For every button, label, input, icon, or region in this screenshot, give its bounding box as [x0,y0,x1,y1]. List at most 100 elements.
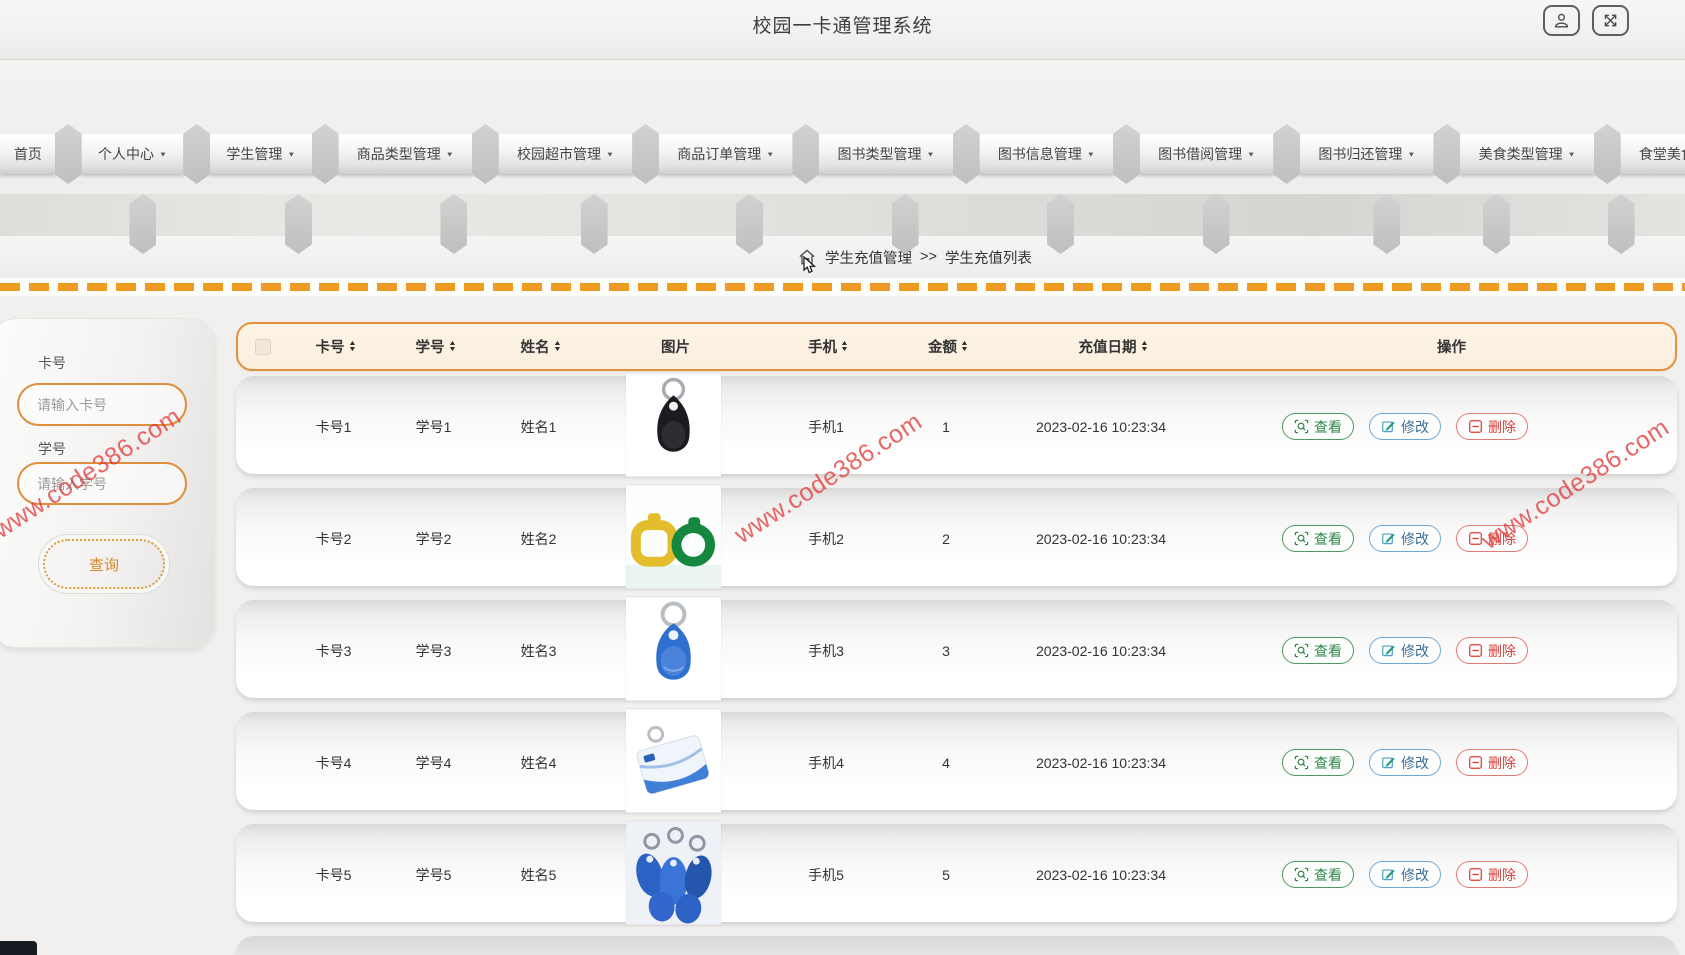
edit-button[interactable]: 修改 [1369,413,1441,440]
sort-icon[interactable]: ▲▼ [840,339,849,353]
delete-button[interactable]: 删除 [1456,749,1528,776]
nav-item-图书借阅管理[interactable]: 图书借阅管理▼ [1138,134,1275,174]
blue-card-photo[interactable] [626,709,721,813]
column-header-学号[interactable]: 学号▲▼ [415,339,457,357]
edit-button[interactable]: 修改 [1369,637,1441,664]
chevron-down-icon: ▼ [766,150,775,158]
cell-name: 姓名2 [520,530,557,547]
cell-actions: 查看 修改 删除 [1226,749,1677,776]
nav-item-校园超市管理[interactable]: 校园超市管理▼ [497,134,634,174]
cell-card-no: 卡号5 [315,866,352,883]
card-no-label: 卡号 [38,355,66,371]
delete-button[interactable]: 删除 [1456,413,1528,440]
breadcrumb-section[interactable]: 学生充值管理 [825,250,912,267]
breadcrumb-separator: >> [920,249,937,265]
hexagon-divider [471,124,499,184]
column-header-金额[interactable]: 金额▲▼ [928,339,969,357]
orange-dashed-divider [0,283,1685,291]
cell-actions: 查看 修改 删除 [1226,637,1677,664]
blue-keyfob-bunch-photo[interactable] [626,821,721,925]
cell-name: 姓名3 [520,642,557,659]
view-button[interactable]: 查看 [1282,749,1354,776]
cell-name: 姓名1 [520,418,557,435]
cell-name: 姓名5 [520,866,557,883]
dark-corner-decoration [0,941,37,955]
column-header-充值日期[interactable]: 充值日期▲▼ [1078,339,1149,357]
student-no-input[interactable] [17,462,187,505]
hexagon-divider [736,194,764,254]
nav-item-图书归还管理[interactable]: 图书归还管理▼ [1299,134,1435,174]
nav-item-label: 食堂美食管理 [1638,146,1685,162]
cell-actions: 查看 修改 删除 [1226,861,1677,888]
nav-item-商品类型管理[interactable]: 商品类型管理▼ [337,134,473,174]
cell-card-no: 卡号3 [315,642,352,659]
cell-amount: 5 [942,866,950,883]
hexagon-divider [1047,194,1075,254]
sort-icon[interactable]: ▲▼ [960,339,969,353]
mouse-cursor-icon [800,256,817,276]
nav-item-图书类型管理[interactable]: 图书类型管理▼ [818,134,954,174]
user-icon[interactable] [1543,5,1580,36]
chevron-down-icon: ▼ [445,150,454,158]
nav-item-个人中心[interactable]: 个人中心 ▼ [80,134,185,174]
hexagon-divider [311,124,339,184]
blue-keyfob-photo[interactable] [626,597,721,701]
cell-phone: 手机1 [808,418,844,435]
hexagon-divider [1373,194,1401,254]
table-row: 卡号1 学号1 姓名1 手机1 1 2023-02-16 10:23:34 查看… [236,376,1677,474]
column-header-操作: 操作 [1437,340,1466,356]
nav-item-学生管理[interactable]: 学生管理▼ [209,134,313,174]
view-button[interactable]: 查看 [1282,861,1354,888]
edit-button[interactable]: 修改 [1369,525,1441,552]
table-body: 卡号1 学号1 姓名1 手机1 1 2023-02-16 10:23:34 查看… [236,376,1677,922]
hexagon-divider [952,124,980,184]
sort-icon[interactable]: ▲▼ [552,339,562,353]
nav-item-label: 首页 [13,146,42,162]
hexagon-divider [1593,124,1621,184]
table-row: 卡号5 学号5 姓名5 手机5 5 2023-02-16 10:23:34 查看… [236,824,1677,922]
cell-actions: 查看 修改 删除 [1226,413,1677,440]
hexagon-divider [1482,194,1510,254]
cell-name: 姓名4 [520,754,557,771]
hexagon-divider [1112,124,1140,184]
nav-item-label: 图书类型管理 [837,146,922,162]
table-header-row: 卡号▲▼ 学号▲▼ 姓名▲▼ 图片 手机▲▼ 金额▲▼ 充值日期▲▼ 操作 [236,322,1677,371]
select-all-checkbox[interactable] [255,338,271,355]
nav-item-食堂美食管理[interactable]: 食堂美食管理▼ [1619,134,1685,174]
view-button[interactable]: 查看 [1282,525,1354,552]
edit-button[interactable]: 修改 [1369,749,1441,776]
fullscreen-icon[interactable] [1592,5,1629,36]
delete-button[interactable]: 删除 [1456,861,1528,888]
view-button[interactable]: 查看 [1282,413,1354,440]
view-button[interactable]: 查看 [1282,637,1354,664]
cell-amount: 2 [942,530,950,547]
cell-actions: 查看 修改 删除 [1226,525,1677,552]
cell-amount: 3 [942,642,950,659]
delete-button[interactable]: 删除 [1456,525,1528,552]
nav-item-美食类型管理[interactable]: 美食类型管理▼ [1459,134,1595,174]
black-keyfob-photo[interactable] [626,373,721,477]
chevron-down-icon: ▼ [158,150,167,158]
delete-button[interactable]: 删除 [1456,637,1528,664]
cell-phone: 手机3 [808,642,844,659]
column-header-图片: 图片 [661,340,690,356]
rubber-keychains-photo[interactable] [626,485,721,589]
partial-next-row [236,936,1677,955]
sort-icon[interactable]: ▲▼ [447,339,457,353]
sort-icon[interactable]: ▲▼ [1139,339,1149,353]
nav-item-首页[interactable]: 首页 [0,134,56,174]
edit-button[interactable]: 修改 [1369,861,1441,888]
cell-card-no: 卡号4 [315,754,352,771]
nav-item-商品订单管理[interactable]: 商品订单管理▼ [658,134,794,174]
sort-icon[interactable]: ▲▼ [347,339,357,353]
card-no-input[interactable] [17,383,187,426]
column-header-手机[interactable]: 手机▲▼ [808,339,849,357]
nav-item-label: 个人中心 [97,146,154,162]
search-button[interactable]: 查询 [43,539,165,589]
column-header-卡号[interactable]: 卡号▲▼ [315,339,357,357]
filter-panel: 卡号 学号 查询 [0,318,215,648]
column-header-姓名[interactable]: 姓名▲▼ [520,339,562,357]
nav-item-图书信息管理[interactable]: 图书信息管理▼ [978,134,1114,174]
nav-row-1: 首页个人中心▼学生管理▼商品类型管理▼校园超市管理▼商品订单管理▼图书类型管理▼… [0,124,1685,184]
hexagon-divider [1433,124,1461,184]
